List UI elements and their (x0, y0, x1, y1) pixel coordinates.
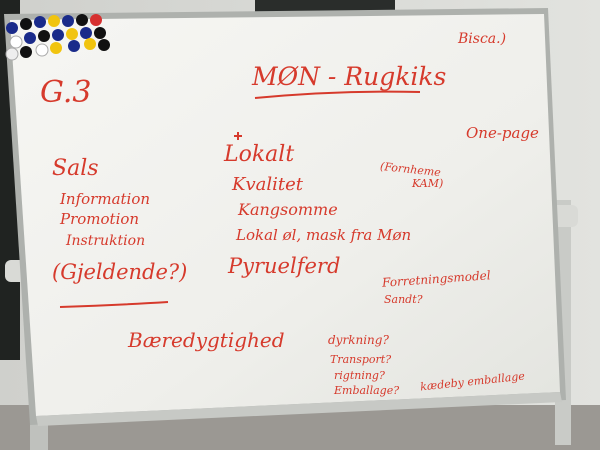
center-list-item: Kangsomme (238, 200, 338, 219)
left-list-item: Sals (52, 156, 99, 181)
center-list-item: Lokal øl, mask fra Møn (236, 226, 412, 244)
bottom-question: dyrkning? (328, 333, 389, 347)
left-list-item: Promotion (60, 210, 140, 228)
note-bisca: Bisca.) (458, 31, 507, 47)
board-title-g3: G.3 (40, 75, 92, 110)
paren-note: KAM) (412, 177, 444, 190)
bottom-question: Transport? (330, 353, 392, 366)
board-title-main: MØN - Rugkiks (252, 62, 447, 91)
magnets-cluster (5, 14, 110, 61)
center-list-item: Kvalitet (232, 174, 303, 195)
right-lower-note: Sandt? (384, 293, 423, 306)
left-question: (Gjeldende?) (52, 260, 188, 284)
left-list-item: Information (60, 190, 151, 208)
center-list-item: Lokalt (224, 142, 295, 167)
bottom-question: rigtning? (334, 369, 385, 382)
note-one-page: One-page (466, 124, 539, 142)
center-list-item: Pyruelferd (228, 254, 341, 278)
bottom-question: Emballage? (334, 384, 400, 397)
bottom-left-heading: Bæredygtighed (128, 328, 285, 352)
left-list-item: Instruktion (66, 233, 146, 249)
marker-strokes (59, 90, 421, 308)
